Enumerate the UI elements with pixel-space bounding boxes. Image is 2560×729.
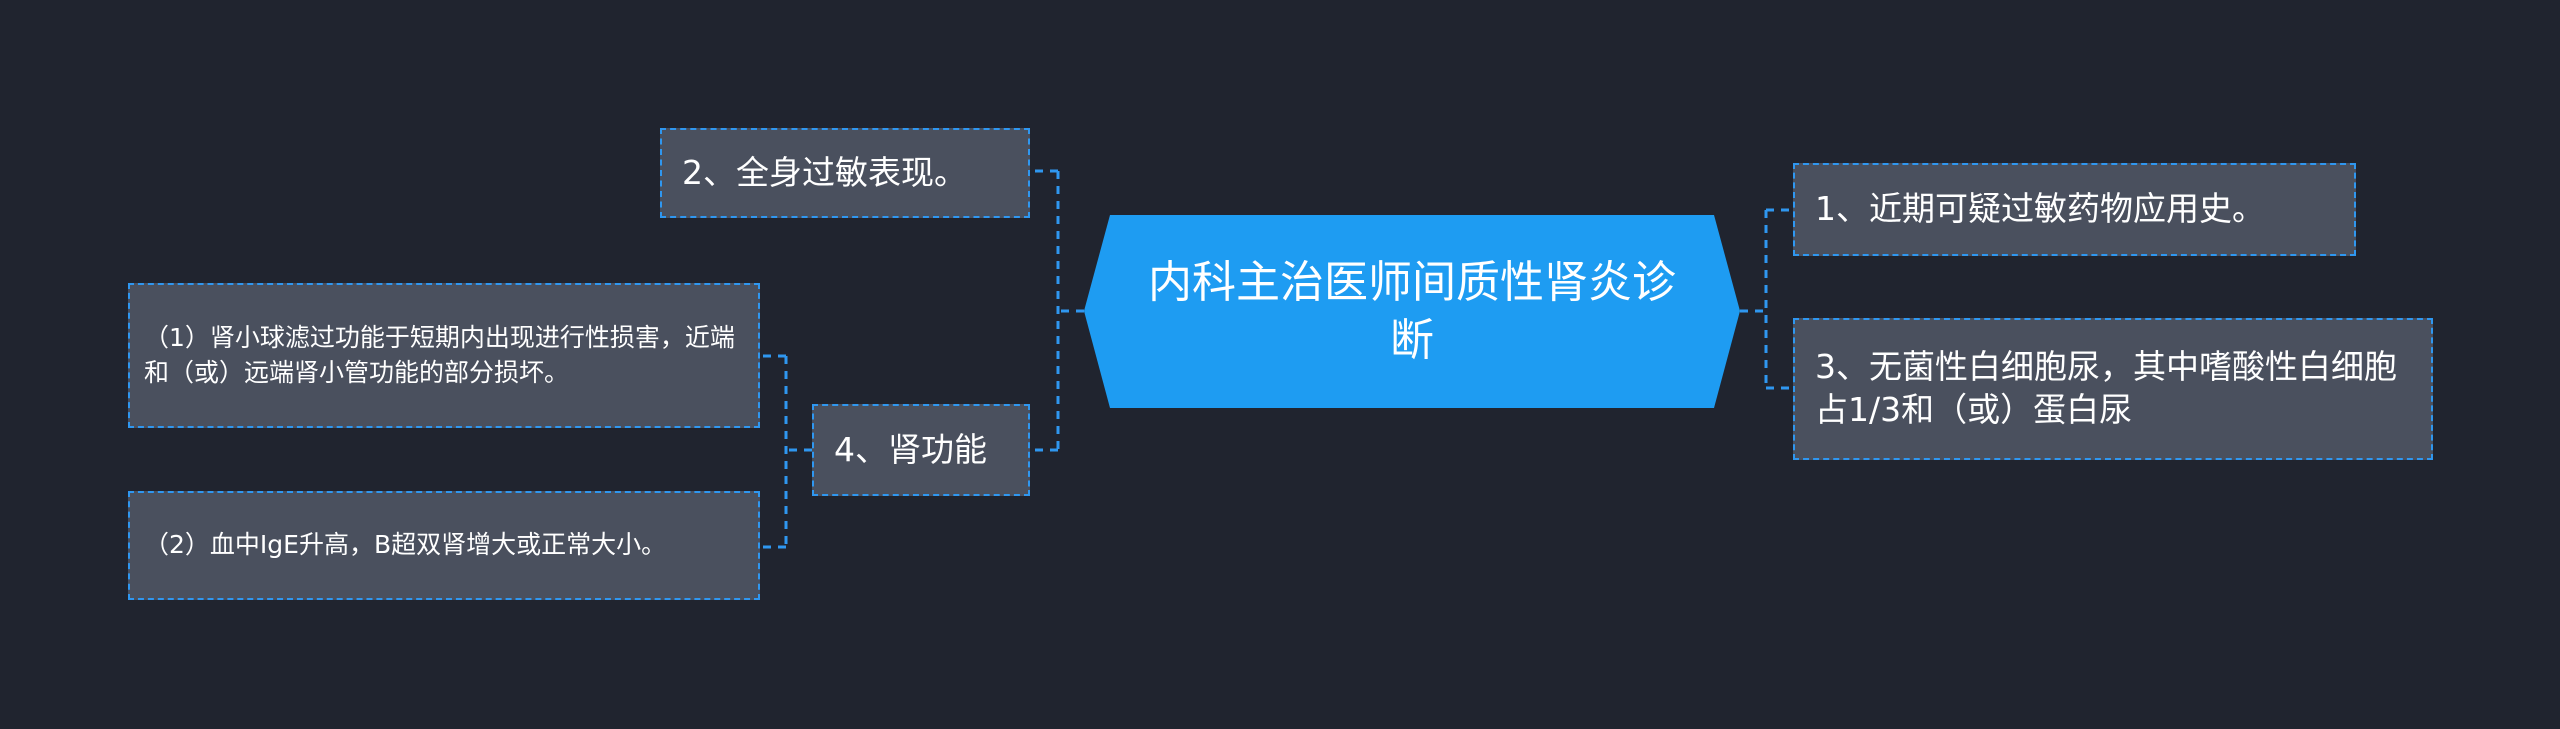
topic-right-2-label: 3、无菌性白细胞尿，其中嗜酸性白细胞占1/3和（或）蛋白尿 (1815, 347, 2397, 429)
subtopic-left-2-2[interactable]: （2）血中IgE升高，B超双肾增大或正常大小。 (128, 491, 760, 600)
central-topic[interactable]: 内科主治医师间质性肾炎诊断 (1084, 215, 1740, 408)
subtopic-left-2-2-label: （2）血中IgE升高，B超双肾增大或正常大小。 (144, 530, 667, 560)
link-left2-trunk (784, 356, 812, 547)
topic-left-2[interactable]: 4、肾功能 (812, 404, 1030, 496)
topic-left-2-label: 4、肾功能 (834, 429, 987, 469)
topic-right-1-label: 1、近期可疑过敏药物应用史。 (1815, 189, 2265, 229)
topic-left-1-label: 2、全身过敏表现。 (682, 152, 967, 192)
topic-left-1[interactable]: 2、全身过敏表现。 (660, 128, 1030, 218)
central-topic-label: 内科主治医师间质性肾炎诊断 (1148, 257, 1676, 366)
link-center-left-trunk (1056, 171, 1084, 450)
topic-right-2[interactable]: 3、无菌性白细胞尿，其中嗜酸性白细胞占1/3和（或）蛋白尿 (1793, 318, 2433, 460)
link-center-right-trunk (1740, 210, 1768, 388)
subtopic-left-2-1[interactable]: （1）肾小球滤过功能于短期内出现进行性损害，近端和（或）远端肾小管功能的部分损坏… (128, 283, 760, 428)
topic-right-1[interactable]: 1、近期可疑过敏药物应用史。 (1793, 163, 2356, 256)
subtopic-left-2-1-label: （1）肾小球滤过功能于短期内出现进行性损害，近端和（或）远端肾小管功能的部分损坏… (144, 323, 735, 387)
